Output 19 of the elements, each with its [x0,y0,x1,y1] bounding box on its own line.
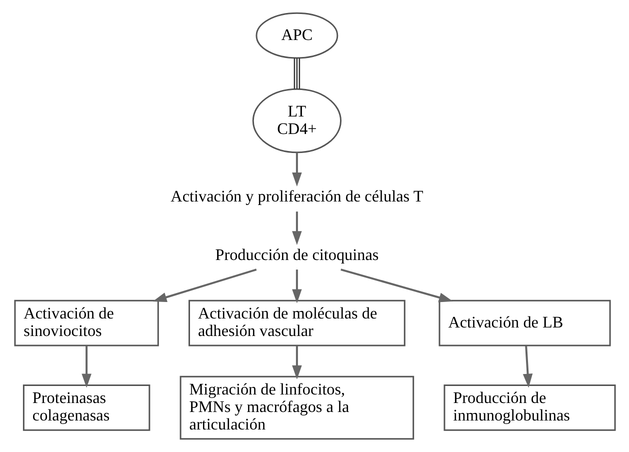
arrow [522,346,532,388]
node-ellipse: LT CD4+ [252,88,342,154]
node-text: Activación y proliferación de células T [170,188,423,206]
node-box: Activación de moléculas de adhesión vascular [188,300,405,346]
arrow [292,212,302,246]
node-ellipse: APC [255,12,338,59]
arrow [292,346,302,380]
node-box: Proteinasas colagenasas [22,384,150,431]
node-text: Producción de citoquinas [214,247,378,264]
node-box: Migración de linfocitos, PMNs y macrófagos a la articulación [179,376,414,440]
connector [293,58,300,89]
arrow [292,270,302,304]
node-box: Activación de LB [438,300,610,346]
node-box: Producción de inmunoglobulinas [443,384,616,431]
arrow [152,268,256,302]
arrow [81,346,91,388]
node-box: Activación de sinoviocitos [14,300,158,346]
arrow [340,268,452,302]
arrow [292,152,302,187]
